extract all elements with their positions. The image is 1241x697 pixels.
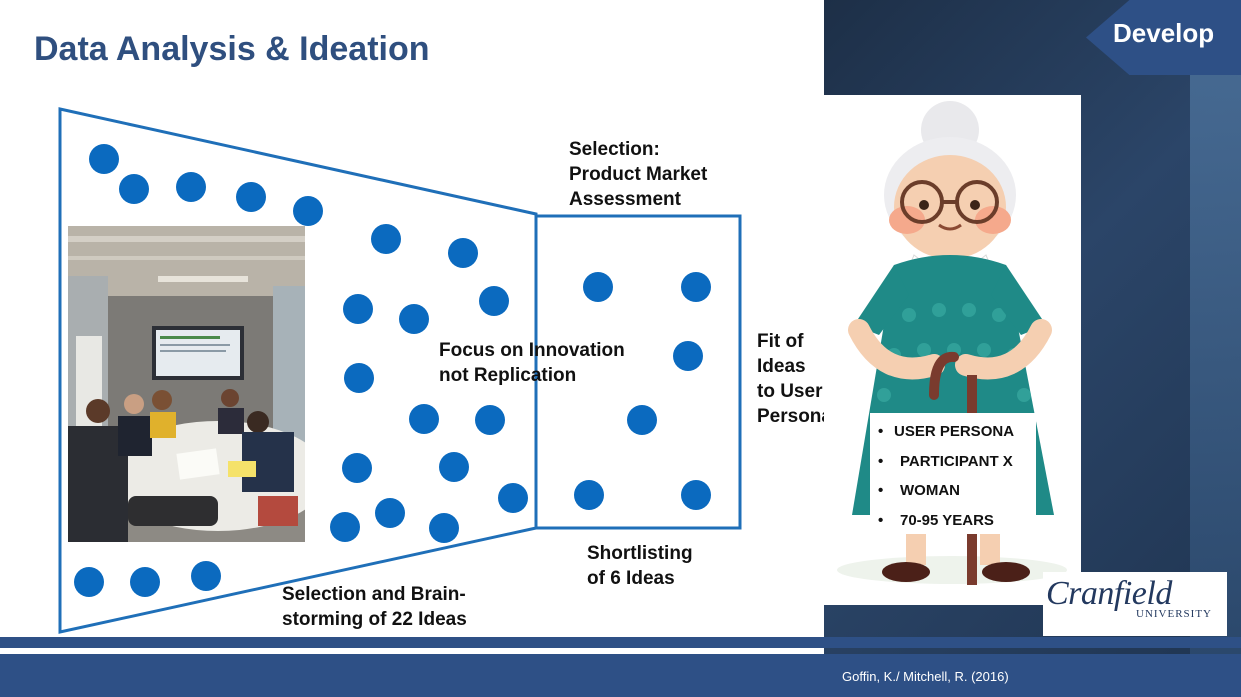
- idea-dot: [344, 363, 374, 393]
- develop-tab-label: Develop: [1113, 18, 1215, 48]
- slide-title: Data Analysis & Ideation: [34, 30, 430, 68]
- logo-subtitle: UNIVERSITY: [1136, 608, 1212, 620]
- bullet-icon: •: [878, 452, 884, 470]
- cranfield-logo: [1043, 572, 1227, 636]
- persona-item-text: WOMAN: [900, 482, 960, 499]
- bullet-icon: •: [878, 482, 884, 499]
- brainstorming-label: Selection and Brain- storming of 22 Idea…: [282, 584, 467, 630]
- idea-dot: [293, 196, 323, 226]
- persona-item: • PARTICIPANT X: [870, 447, 1036, 477]
- fit-persona-label: Fit of Ideas to User Persona: [757, 331, 832, 427]
- persona-item-text: PARTICIPANT X: [900, 452, 1013, 470]
- funnel-diagram: [58, 107, 742, 634]
- idea-dot: [429, 513, 459, 543]
- idea-dot: [130, 567, 160, 597]
- right-decorative-stripe: [1190, 75, 1241, 655]
- persona-item-text: 70-95 YEARS: [900, 511, 994, 529]
- idea-dot: [119, 174, 149, 204]
- shortlisting-label: Shortlisting of 6 Ideas: [587, 543, 693, 589]
- idea-dot: [375, 498, 405, 528]
- focus-innovation-label: Focus on Innovation not Replication: [439, 340, 625, 386]
- persona-item: • 70-95 YEARS: [870, 506, 1036, 536]
- idea-dot: [498, 483, 528, 513]
- idea-dot: [409, 404, 439, 434]
- footer-bar: [0, 654, 1241, 697]
- idea-dot: [673, 341, 703, 371]
- idea-dot: [371, 224, 401, 254]
- bullet-icon: •: [878, 511, 884, 529]
- team-photo: [68, 226, 305, 542]
- idea-dot: [343, 294, 373, 324]
- footer-accent-bar: [0, 637, 1241, 648]
- idea-dot: [627, 405, 657, 435]
- idea-dot: [191, 561, 221, 591]
- selection-market-label: Selection: Product Market Assessment: [569, 139, 708, 210]
- idea-dot: [475, 405, 505, 435]
- idea-dot: [89, 144, 119, 174]
- idea-dot: [681, 480, 711, 510]
- idea-dot: [439, 452, 469, 482]
- idea-dot: [574, 480, 604, 510]
- idea-dot: [74, 567, 104, 597]
- persona-item: • WOMAN: [870, 476, 1036, 506]
- persona-attributes-list: • USER PERSONA • PARTICIPANT X • WOMAN • 70-…: [870, 413, 1036, 534]
- idea-dot: [330, 512, 360, 542]
- persona-item-text: USER PERSONA: [894, 423, 1015, 440]
- idea-dot: [681, 272, 711, 302]
- citation-text: Goffin, K./ Mitchell, R. (2016): [842, 669, 1009, 684]
- idea-dots-group: [74, 144, 711, 597]
- idea-dot: [399, 304, 429, 334]
- idea-dot: [583, 272, 613, 302]
- idea-dot: [342, 453, 372, 483]
- idea-dot: [236, 182, 266, 212]
- bullet-icon: •: [878, 423, 884, 440]
- persona-item: • USER PERSONA: [870, 417, 1036, 447]
- idea-dot: [448, 238, 478, 268]
- logo-wordmark: Cranfield: [1046, 575, 1172, 612]
- idea-dot: [176, 172, 206, 202]
- shortlist-box: [534, 214, 742, 530]
- idea-dot: [479, 286, 509, 316]
